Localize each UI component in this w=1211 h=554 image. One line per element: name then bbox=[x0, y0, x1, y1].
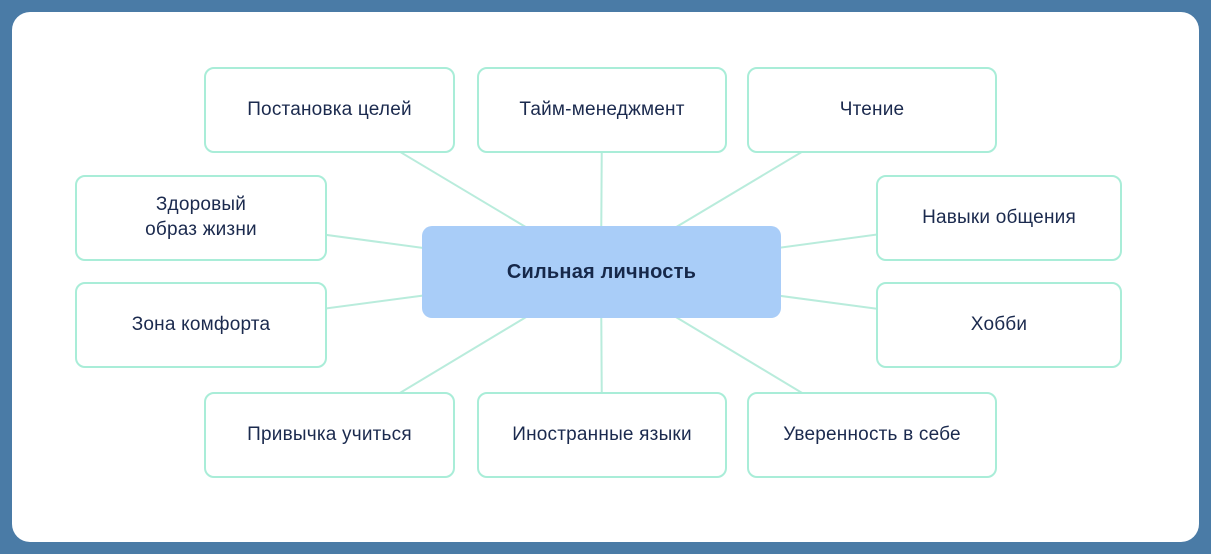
node-healthy-lifestyle[interactable]: Здоровый образ жизни bbox=[75, 175, 327, 261]
node-learning-habit-label: Привычка учиться bbox=[247, 423, 412, 445]
node-foreign-languages-label: Иностранные языки bbox=[512, 423, 692, 445]
node-communication-skills[interactable]: Навыки общения bbox=[876, 175, 1122, 261]
node-hobby[interactable]: Хобби bbox=[876, 282, 1122, 368]
node-communication-skills-label: Навыки общения bbox=[922, 206, 1076, 228]
node-self-confidence[interactable]: Уверенность в себе bbox=[747, 392, 997, 478]
node-time-management-label: Тайм-менеджмент bbox=[519, 98, 685, 120]
node-comfort-zone[interactable]: Зона комфорта bbox=[75, 282, 327, 368]
node-self-confidence-label: Уверенность в себе bbox=[783, 423, 961, 445]
node-comfort-zone-label: Зона комфорта bbox=[131, 313, 271, 335]
node-time-management[interactable]: Тайм-менеджмент bbox=[477, 67, 727, 153]
center-node-strong-personality[interactable]: Сильная личность bbox=[422, 226, 781, 318]
node-hobby-label: Хобби bbox=[970, 313, 1028, 335]
node-reading-label: Чтение bbox=[839, 98, 905, 120]
node-goal-setting-label: Постановка целей bbox=[247, 98, 412, 120]
center-node-label: Сильная личность bbox=[506, 260, 697, 283]
node-healthy-lifestyle-label: Здоровый образ жизни bbox=[145, 194, 257, 240]
node-learning-habit[interactable]: Привычка учиться bbox=[204, 392, 455, 478]
node-foreign-languages[interactable]: Иностранные языки bbox=[477, 392, 727, 478]
node-reading[interactable]: Чтение bbox=[747, 67, 997, 153]
node-goal-setting[interactable]: Постановка целей bbox=[204, 67, 455, 153]
